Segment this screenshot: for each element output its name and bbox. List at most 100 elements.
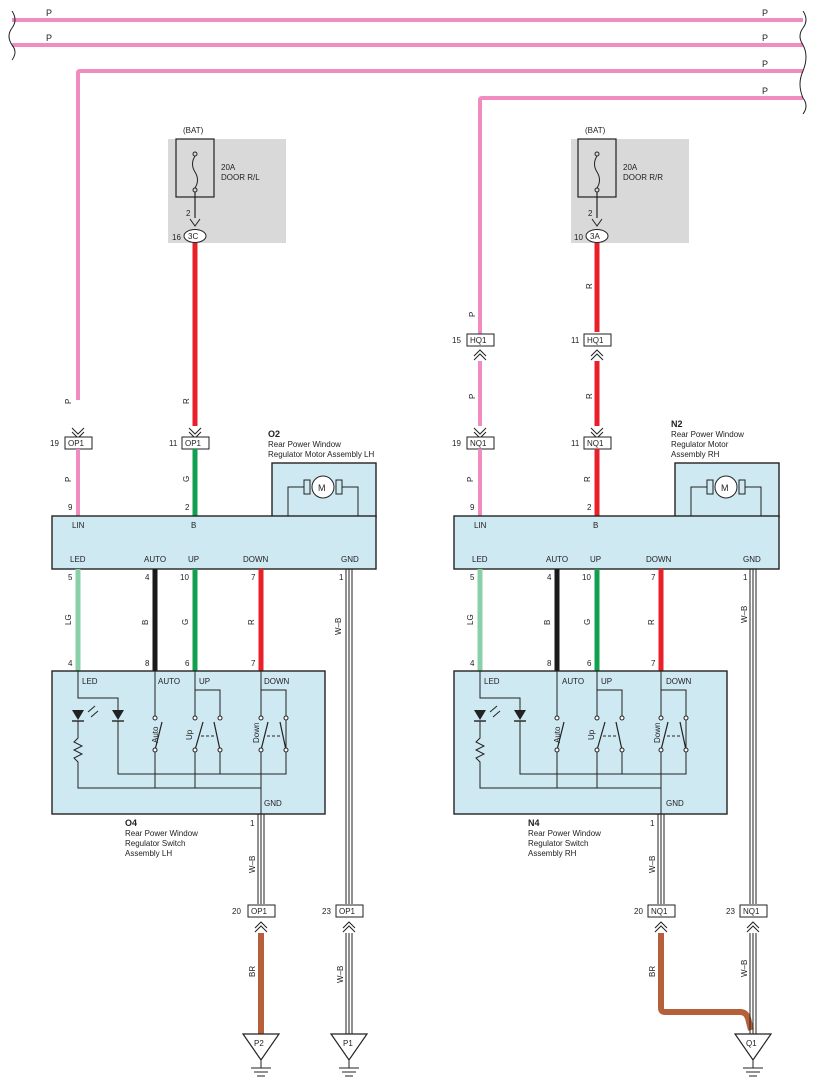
- motor-pin-up: UP: [590, 555, 601, 564]
- connector-nq1-23: NQ1 23: [726, 904, 768, 933]
- switch-rh-body: [453, 670, 728, 815]
- pin-lin-right: 9: [470, 503, 475, 512]
- junction-connector: [183, 229, 207, 243]
- connector-hq1-11: HQ1 11: [571, 333, 612, 361]
- switch-assembly-lh: LED AUTO UP DOWN GND Auto Up: [51, 670, 326, 815]
- fuse-element-icon: [594, 155, 600, 189]
- ground-p1: P1: [329, 1033, 369, 1077]
- ground-point-icon: [329, 1033, 369, 1062]
- switch-assembly-rh: LED AUTO UP DOWN GND Auto Up: [453, 670, 728, 815]
- pin-b-left: 2: [185, 503, 190, 512]
- connector-body: [583, 333, 612, 347]
- connector-body: [247, 904, 276, 918]
- connector-name: NQ1: [470, 439, 487, 448]
- diode-icon: [112, 710, 124, 720]
- fuse-name: DOOR R/R: [623, 173, 663, 182]
- ground-icon: [743, 1060, 763, 1077]
- down-switch-icon: [660, 721, 669, 751]
- wire-label-b-left: B: [141, 620, 150, 625]
- motor-pin-led: LED: [472, 555, 488, 564]
- ground-q1: Q1: [733, 1033, 773, 1077]
- switch-pin-down: DOWN: [666, 677, 692, 686]
- switch-pin-gnd: GND: [666, 799, 684, 808]
- connector-name: NQ1: [587, 439, 604, 448]
- led-rays-icon: [489, 705, 501, 718]
- led-icon: [474, 710, 486, 720]
- wire-label-p-left: P: [64, 399, 73, 404]
- switch-pin-auto: AUTO: [562, 677, 584, 686]
- motor-lh-leads: [287, 486, 359, 516]
- switch-rh-name-2: Regulator Switch: [528, 839, 588, 848]
- wire-label-r-right: R: [585, 283, 594, 289]
- wire-label-g2-left: G: [181, 619, 190, 625]
- wire-label-b-right: B: [543, 620, 552, 625]
- motor-lh-name-1: Rear Power Window: [268, 440, 341, 449]
- switch-lh-name-1: Rear Power Window: [125, 829, 198, 838]
- motor-symbol: M: [721, 483, 729, 493]
- down-switch-icon: [260, 721, 269, 751]
- connector-op1-23: OP1 23: [322, 904, 364, 933]
- pin-gnd-s-left: 1: [250, 819, 255, 828]
- connector-pin: 23: [322, 907, 331, 916]
- fuse-door-rr: (BAT) 20A DOOR R/R 2 3A 10: [571, 126, 689, 243]
- switch-lh-name-3: Assembly LH: [125, 849, 172, 858]
- fuse-name: DOOR R/L: [221, 173, 260, 182]
- chevron-up-icon: [254, 921, 268, 933]
- junction-pin: 10: [574, 233, 583, 242]
- switch-pin-gnd: GND: [264, 799, 282, 808]
- switch-pin-up: UP: [199, 677, 210, 686]
- pin-up-m-left: 10: [180, 573, 189, 582]
- fuse-box-bg: [168, 139, 286, 243]
- motor-pin-auto: AUTO: [546, 555, 568, 564]
- chevron-up-icon: [473, 349, 487, 361]
- break-mark-right: [799, 10, 807, 115]
- connector-nq1-20: NQ1 20: [634, 904, 676, 933]
- wire-label-g-right: G: [583, 619, 592, 625]
- motor-rh-name-1: Rear Power Window: [671, 430, 744, 439]
- auto-switch-icon: [556, 721, 565, 751]
- chevron-up-icon: [746, 921, 760, 933]
- bus-label-3: P: [762, 59, 768, 69]
- bus-label-1b: P: [762, 8, 768, 18]
- connector-name: NQ1: [743, 907, 760, 916]
- wire-wb-left-ground: [345, 933, 353, 1034]
- connector-op1-20: OP1 20: [232, 904, 276, 933]
- wire-label-wb-left: W–B: [334, 618, 343, 635]
- connector-nq1-19: NQ1 19: [452, 427, 495, 450]
- wire-label-lg-left: LG: [64, 614, 73, 625]
- switch-pin-auto: AUTO: [158, 677, 180, 686]
- wire-br-right: [658, 933, 754, 1031]
- diode-icon: [514, 710, 526, 720]
- wire-label-p-right-2: P: [468, 394, 477, 399]
- pin-up-s-left: 6: [185, 659, 190, 668]
- pin-auto-m-left: 4: [145, 573, 150, 582]
- motor-rh-code: N2: [671, 419, 683, 429]
- connector-name: OP1: [251, 907, 268, 916]
- connector-name: OP1: [339, 907, 356, 916]
- bus-label-4: P: [762, 86, 768, 96]
- switch-rh-name-1: Rear Power Window: [528, 829, 601, 838]
- resistor-icon: [72, 721, 261, 789]
- up-switch-icon: [194, 721, 204, 751]
- switch-label-auto: Auto: [151, 726, 160, 743]
- fuse-pin-top: 2: [588, 209, 593, 218]
- resistor-icon: [474, 721, 661, 789]
- switch-pin-led: LED: [484, 677, 500, 686]
- pin-gnd-s-right: 1: [650, 819, 655, 828]
- connector-pin: 11: [571, 439, 580, 448]
- pin-gnd-m-left: 1: [339, 573, 344, 582]
- motor-lh-body: [51, 515, 377, 570]
- ground-icon: [339, 1060, 359, 1077]
- chevron-up-icon: [342, 921, 356, 933]
- connector-body: [739, 904, 768, 918]
- ground-q1-label: Q1: [746, 1039, 757, 1048]
- switch-label-up: Up: [587, 729, 596, 740]
- pin-down-m-left: 7: [251, 573, 256, 582]
- up-switch-icon: [596, 721, 606, 751]
- chevron-up-icon: [590, 349, 604, 361]
- pin-up-m-right: 10: [582, 573, 591, 582]
- ground-p1-label: P1: [343, 1039, 353, 1048]
- motor-assembly-rh: N2 Rear Power Window Regulator Motor Ass…: [453, 419, 780, 570]
- fuse-source-label: (BAT): [183, 126, 204, 135]
